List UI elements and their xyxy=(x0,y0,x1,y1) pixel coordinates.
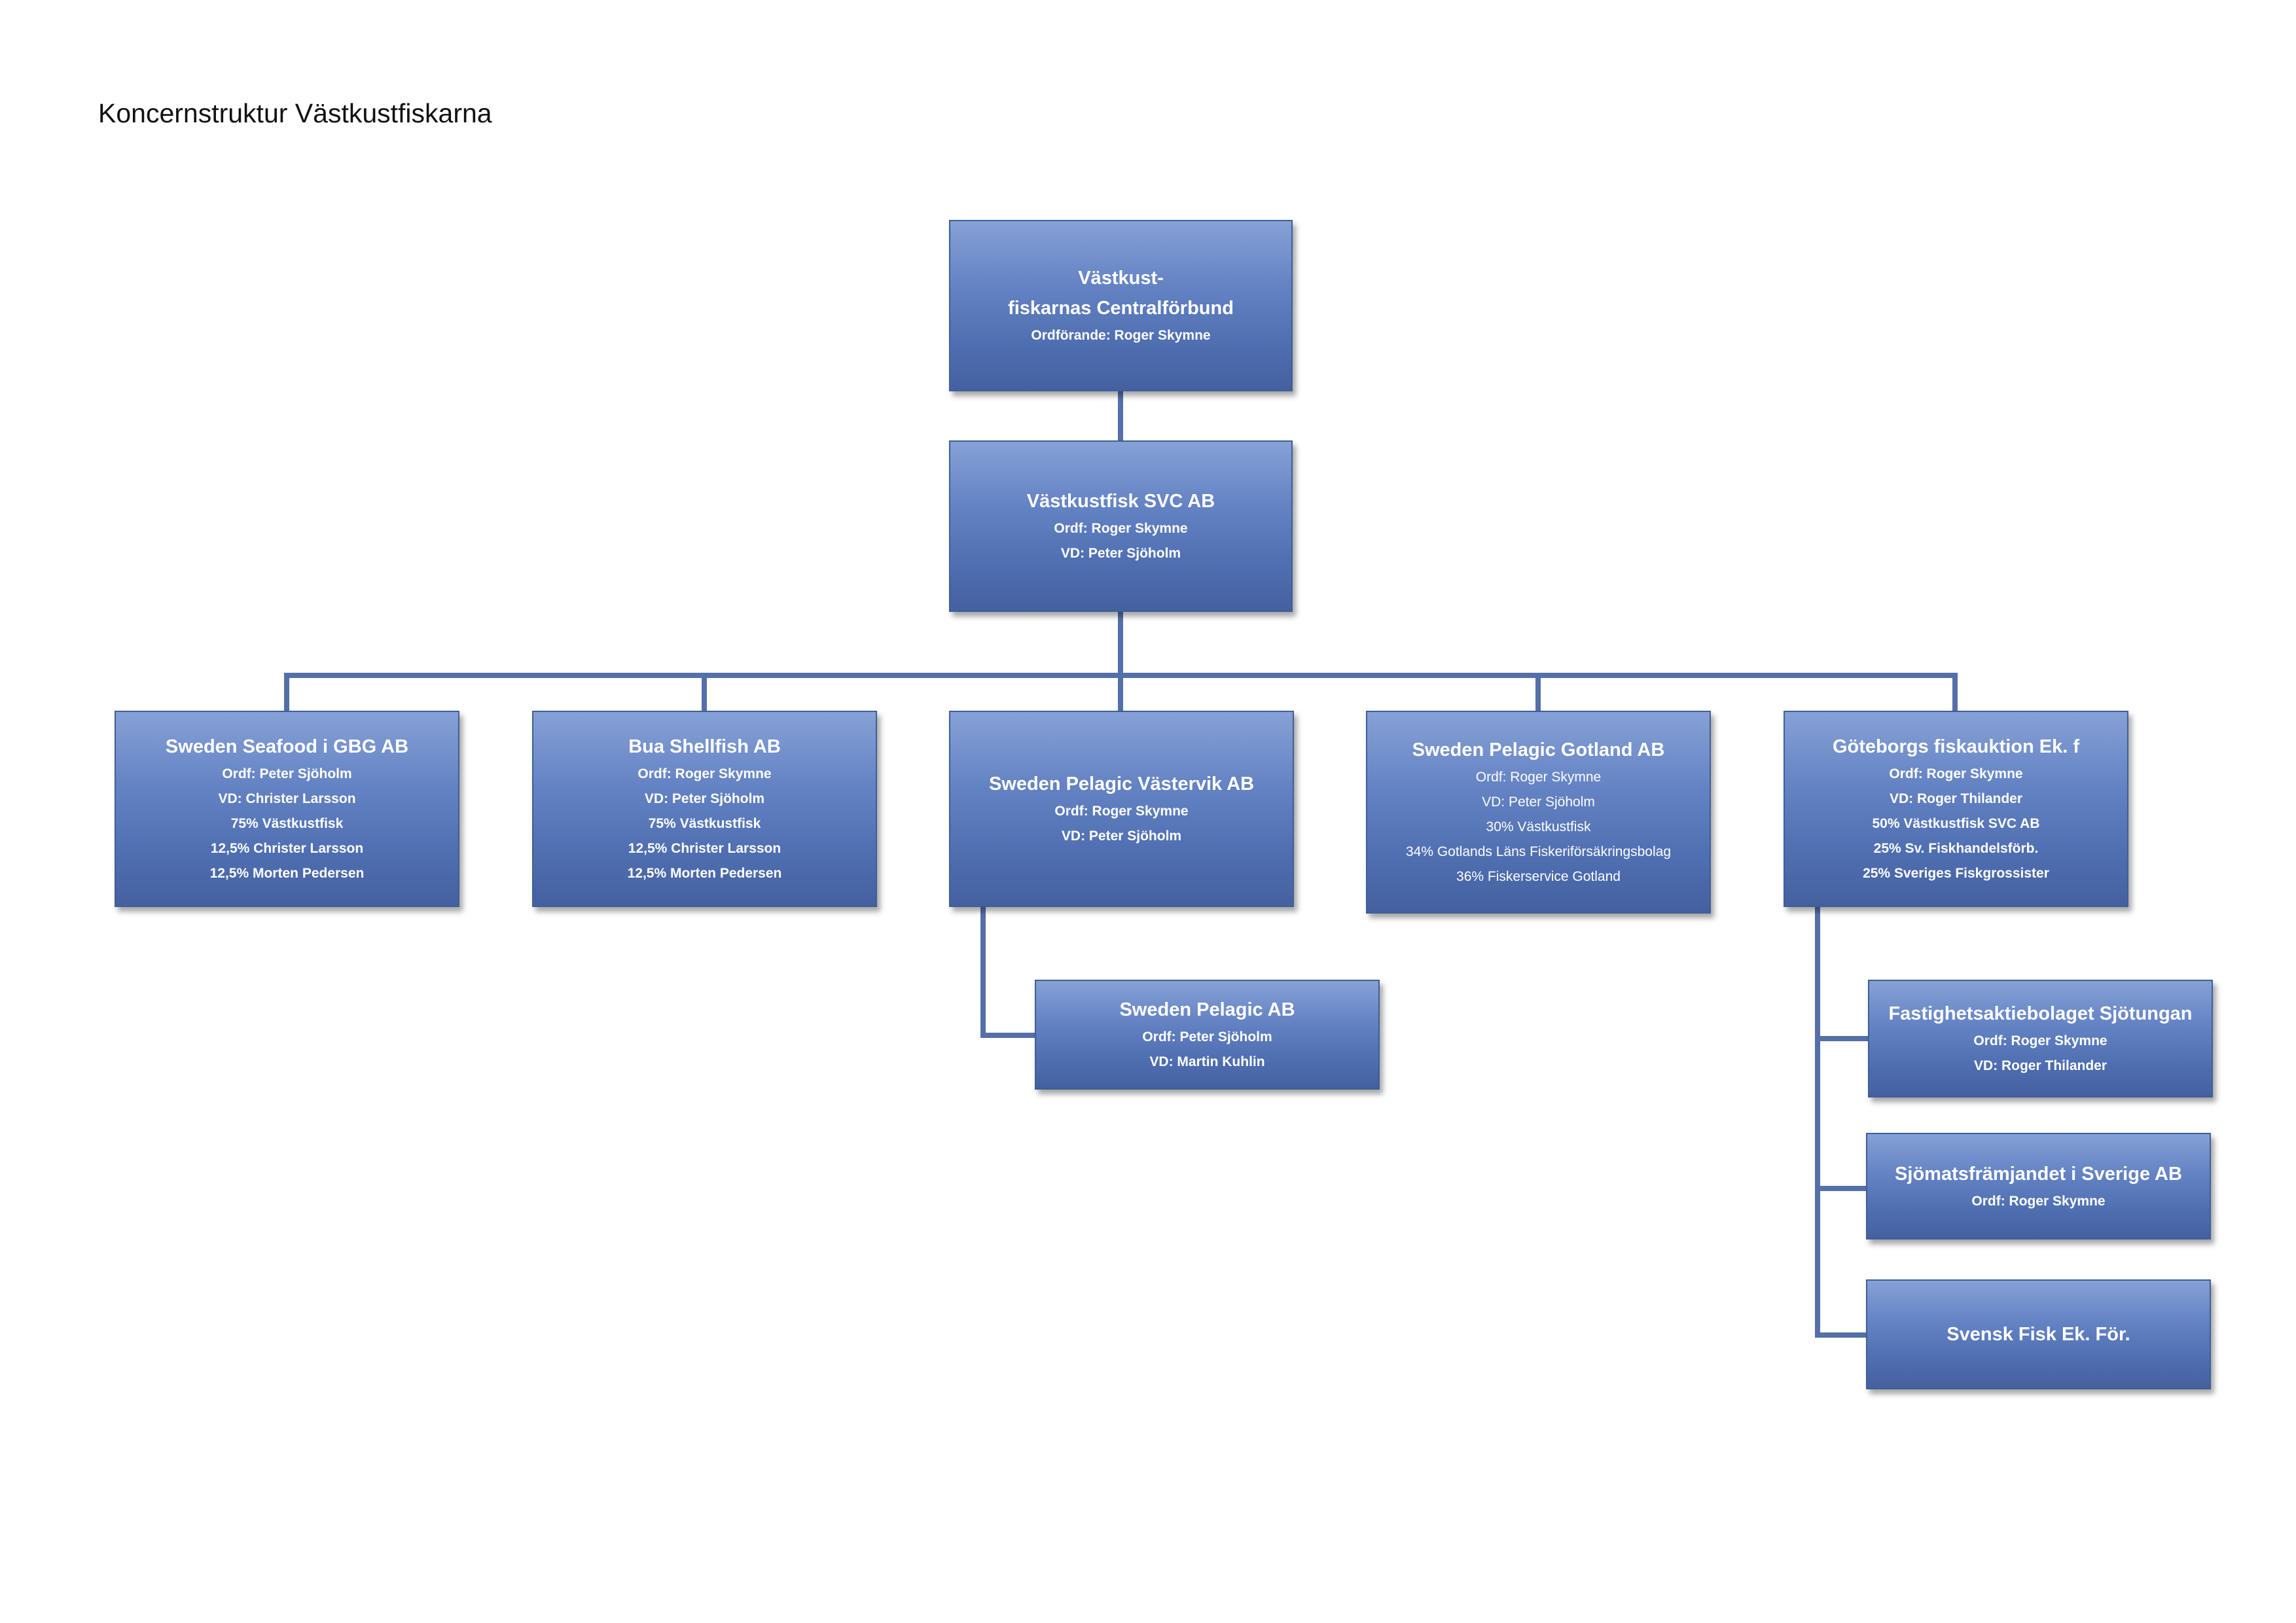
node-detail-chair: Ordf: Peter Sjöholm xyxy=(222,766,352,781)
node-detail-chair: Ordf: Roger Skymne xyxy=(1889,766,2023,781)
node-detail-ownership: 30% Västkustfisk xyxy=(1486,819,1591,834)
node-detail-ceo: VD: Martin Kuhlin xyxy=(1149,1054,1265,1069)
node-detail-ceo: VD: Peter Sjöholm xyxy=(1482,794,1595,810)
node-fastighetsaktiebolaget-sjotungan: Fastighetsaktiebolaget Sjötungan Ordf: R… xyxy=(1868,980,2213,1097)
node-detail-chair: Ordförande: Roger Skymne xyxy=(1031,328,1211,343)
node-detail-ownership: 12,5% Morten Pedersen xyxy=(209,866,365,881)
node-title: Sweden Pelagic AB xyxy=(1119,999,1295,1020)
node-title: Sweden Pelagic Västervik AB xyxy=(988,774,1255,794)
node-sweden-pelagic-ab: Sweden Pelagic AB Ordf: Peter Sjöholm VD… xyxy=(1035,980,1380,1090)
node-sweden-pelagic-gotland-ab: Sweden Pelagic Gotland AB Ordf: Roger Sk… xyxy=(1366,711,1711,914)
node-detail-ceo: VD: Peter Sjöholm xyxy=(1061,829,1182,844)
node-sweden-pelagic-vastervik-ab: Sweden Pelagic Västervik AB Ordf: Roger … xyxy=(949,711,1294,907)
node-detail-ownership: 75% Västkustfisk xyxy=(230,816,344,831)
node-title: Sweden Pelagic Gotland AB xyxy=(1412,740,1665,760)
node-title: Fastighetsaktiebolaget Sjötungan xyxy=(1888,1003,2193,1024)
node-title-line-1: Västkust- xyxy=(1078,268,1164,289)
node-sjomatsframjandet-i-sverige-ab: Sjömatsfrämjandet i Sverige AB Ordf: Rog… xyxy=(1866,1133,2211,1240)
node-vastkustfiskarnas-centralforbund: Västkust- fiskarnas Centralförbund Ordfö… xyxy=(949,220,1293,391)
node-detail-ownership: 50% Västkustfisk SVC AB xyxy=(1872,816,2040,831)
node-title-line-2: fiskarnas Centralförbund xyxy=(1008,298,1234,319)
node-detail-chair: Ordf: Roger Skymne xyxy=(637,766,772,781)
node-detail-chair: Ordf: Roger Skymne xyxy=(1971,1193,2106,1209)
node-detail-chair: Ordf: Peter Sjöholm xyxy=(1142,1029,1272,1044)
node-sweden-seafood-gbg-ab: Sweden Seafood i GBG AB Ordf: Peter Sjöh… xyxy=(115,711,459,907)
node-detail-ownership: 12,5% Morten Pedersen xyxy=(627,866,782,881)
node-detail-chair: Ordf: Roger Skymne xyxy=(1475,770,1602,785)
node-detail-ceo: VD: Roger Thilander xyxy=(1889,791,2023,806)
node-detail-ceo: VD: Peter Sjöholm xyxy=(1060,546,1181,561)
node-title: Svensk Fisk Ek. För. xyxy=(1946,1324,2130,1345)
node-detail-ownership: 34% Gotlands Läns Fiskeriförsäkringsbola… xyxy=(1405,844,1672,859)
node-detail-ceo: VD: Roger Thilander xyxy=(1973,1058,2108,1073)
node-detail-chair: Ordf: Roger Skymne xyxy=(1973,1033,2108,1048)
node-detail-ceo: VD: Christer Larsson xyxy=(218,791,356,806)
node-detail-chair: Ordf: Roger Skymne xyxy=(1054,521,1188,536)
node-title: Bua Shellfish AB xyxy=(628,736,781,757)
node-detail-ownership: 12,5% Christer Larsson xyxy=(628,841,781,856)
node-detail-ownership: 25% Sveriges Fiskgrossister xyxy=(1863,866,2049,881)
node-svensk-fisk-ek-for: Svensk Fisk Ek. För. xyxy=(1866,1279,2211,1389)
node-title: Sweden Seafood i GBG AB xyxy=(165,736,409,757)
node-vastkustfisk-svc-ab: Västkustfisk SVC AB Ordf: Roger Skymne V… xyxy=(949,440,1293,612)
node-title: Sjömatsfrämjandet i Sverige AB xyxy=(1895,1163,2182,1185)
node-detail-ownership: 36% Fiskerservice Gotland xyxy=(1456,869,1621,884)
page-title: Koncernstruktur Västkustfiskarna xyxy=(98,98,492,128)
node-detail-ownership: 75% Västkustfisk xyxy=(648,816,761,831)
node-detail-ownership: 25% Sv. Fiskhandelsförb. xyxy=(1873,841,2039,856)
node-detail-chair: Ordf: Roger Skymne xyxy=(1054,804,1189,819)
node-title: Göteborgs fiskauktion Ek. f xyxy=(1832,736,2080,757)
node-detail-ownership: 12,5% Christer Larsson xyxy=(210,841,364,856)
node-goteborgs-fiskauktion: Göteborgs fiskauktion Ek. f Ordf: Roger … xyxy=(1784,711,2128,907)
node-detail-ceo: VD: Peter Sjöholm xyxy=(644,791,765,806)
node-title: Västkustfisk SVC AB xyxy=(1026,491,1215,512)
node-bua-shellfish-ab: Bua Shellfish AB Ordf: Roger Skymne VD: … xyxy=(532,711,877,907)
